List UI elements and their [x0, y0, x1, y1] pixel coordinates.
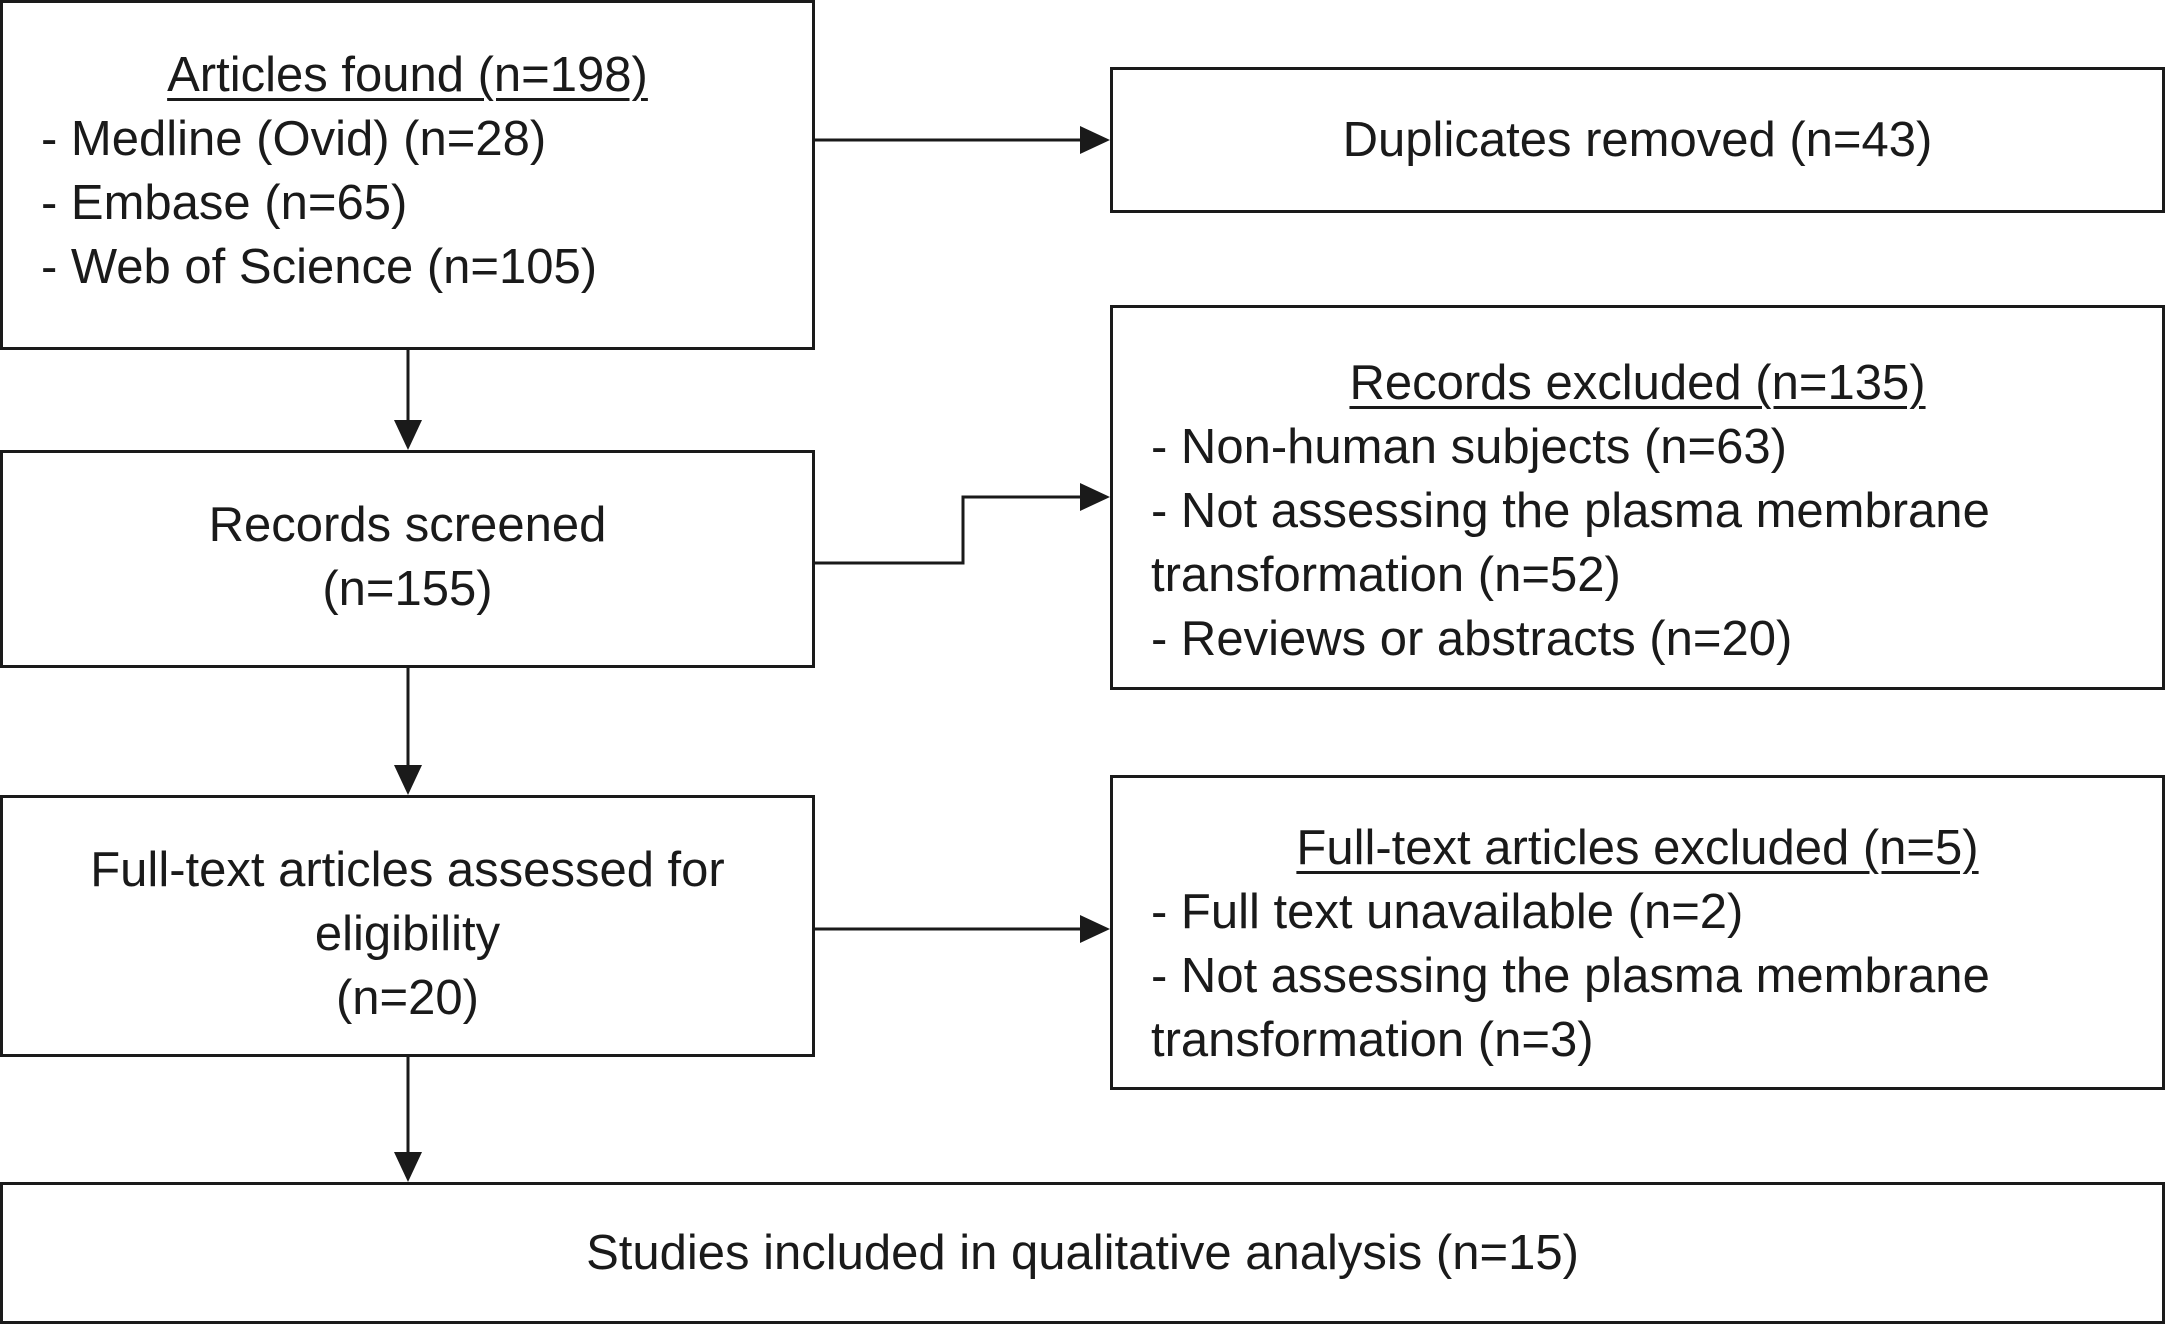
fulltext-excluded-not-assessing-cont: transformation (n=3)	[1151, 1013, 1594, 1067]
source-web-of-science: - Web of Science (n=105)	[41, 240, 598, 294]
source-embase: - Embase (n=65)	[41, 176, 408, 230]
arrow-screened-to-excluded	[815, 495, 1080, 565]
fulltext-assessed-line1: Full-text articles assessed for	[90, 843, 725, 897]
arrowhead-screened-to-fulltext	[394, 765, 422, 795]
arrowhead-found-to-duplicates	[1080, 126, 1110, 154]
fulltext-excluded-title: Full-text articles excluded (n=5)	[1296, 821, 1979, 875]
articles-found-box: Articles found (n=198) - Medline (Ovid) …	[0, 0, 815, 350]
arrowhead-fulltext-to-included	[394, 1152, 422, 1182]
records-screened-label: Records screened	[208, 498, 607, 552]
excluded-not-assessing: - Not assessing the plasma membrane	[1151, 484, 1990, 538]
records-excluded-box: Records excluded (n=135) - Non-human sub…	[1110, 305, 2165, 690]
records-screened-box: Records screened (n=155)	[0, 450, 815, 668]
fulltext-excluded-not-assessing: - Not assessing the plasma membrane	[1151, 949, 1990, 1003]
arrowhead-found-to-screened	[394, 420, 422, 450]
articles-found-title: Articles found (n=198)	[167, 48, 648, 102]
fulltext-assessed-count: (n=20)	[335, 971, 479, 1025]
records-excluded-title: Records excluded (n=135)	[1349, 356, 1926, 410]
records-screened-count: (n=155)	[322, 562, 493, 616]
arrowhead-fulltext-to-excluded	[1080, 915, 1110, 943]
studies-included-text: Studies included in qualitative analysis…	[586, 1226, 1579, 1280]
fulltext-excluded-box: Full-text articles excluded (n=5) - Full…	[1110, 775, 2165, 1090]
excluded-non-human: - Non-human subjects (n=63)	[1151, 420, 1787, 474]
duplicates-removed-box: Duplicates removed (n=43)	[1110, 67, 2165, 213]
excluded-reviews: - Reviews or abstracts (n=20)	[1151, 612, 1793, 666]
excluded-not-assessing-cont: transformation (n=52)	[1151, 548, 1621, 602]
fulltext-assessed-line2: eligibility	[314, 907, 501, 961]
duplicates-removed-text: Duplicates removed (n=43)	[1342, 113, 1933, 167]
studies-included-box: Studies included in qualitative analysis…	[0, 1182, 2165, 1324]
source-medline: - Medline (Ovid) (n=28)	[41, 112, 547, 166]
arrowhead-screened-to-excluded	[1080, 483, 1110, 511]
fulltext-assessed-box: Full-text articles assessed for eligibil…	[0, 795, 815, 1057]
fulltext-excluded-unavailable: - Full text unavailable (n=2)	[1151, 885, 1744, 939]
